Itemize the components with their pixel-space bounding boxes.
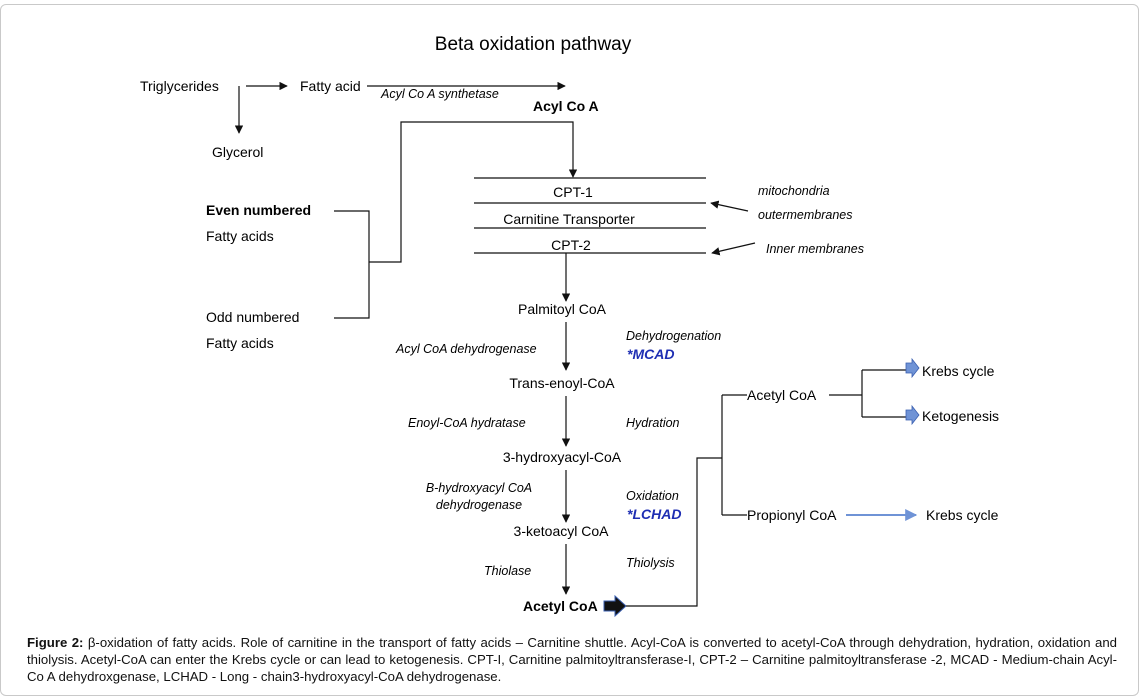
inner-membranes-label: Inner membranes bbox=[766, 242, 864, 256]
b-hydroxyacyl-label-line1: B-hydroxyacyl CoA bbox=[426, 481, 532, 495]
caption-text: β-oxidation of fatty acids. Role of carn… bbox=[27, 635, 1117, 684]
lchad-label: *LCHAD bbox=[627, 506, 681, 522]
krebs-cycle-label-1: Krebs cycle bbox=[922, 363, 995, 379]
krebs-cycle-label-2: Krebs cycle bbox=[926, 507, 999, 523]
diagram-title: Beta oxidation pathway bbox=[435, 34, 632, 55]
acyl-coa-dehydrogenase-label: Acyl CoA dehydrogenase bbox=[395, 342, 537, 356]
even-numbered-label: Even numbered bbox=[206, 202, 311, 218]
glycerol-label: Glycerol bbox=[212, 144, 263, 160]
fatty-acids-even-label: Fatty acids bbox=[206, 228, 274, 244]
fatty-acid-bracket bbox=[334, 210, 370, 319]
mcad-label: *MCAD bbox=[627, 346, 674, 362]
acetyl-to-branch-line bbox=[626, 457, 722, 607]
beta-oxidation-diagram: Beta oxidation pathway Triglycerides Fat… bbox=[140, 34, 999, 618]
fatty-acids-to-cpt1-arrow bbox=[369, 121, 578, 263]
krebs-cycle-arrow-icon bbox=[905, 357, 920, 379]
outermembranes-label: outermembranes bbox=[758, 208, 853, 222]
odd-numbered-label: Odd numbered bbox=[206, 309, 299, 325]
figure-frame bbox=[0, 4, 1139, 696]
acetyl-coa-product-label: Acetyl CoA bbox=[747, 387, 817, 403]
palmitoyl-coa-label: Palmitoyl CoA bbox=[518, 301, 607, 317]
fatty-acids-odd-label: Fatty acids bbox=[206, 335, 274, 351]
outer-membrane-pointer-arrow bbox=[710, 200, 749, 212]
ketogenesis-label: Ketogenesis bbox=[922, 408, 999, 424]
dehydrogenation-label: Dehydrogenation bbox=[626, 329, 721, 343]
enoyl-coa-hydratase-label: Enoyl-CoA hydratase bbox=[408, 416, 526, 430]
figure-caption: Figure 2: β-oxidation of fatty acids. Ro… bbox=[27, 634, 1117, 685]
b-hydroxyacyl-label-line2: dehydrogenase bbox=[436, 498, 522, 512]
caption-label: Figure 2: bbox=[27, 635, 84, 650]
mitochondria-label: mitochondria bbox=[758, 184, 830, 198]
thiolase-label: Thiolase bbox=[484, 564, 531, 578]
acyl-co-a-label: Acyl Co A bbox=[533, 98, 599, 114]
final-acetyl-coa-label: Acetyl CoA bbox=[523, 598, 598, 614]
acyl-coa-synthetase-label: Acyl Co A synthetase bbox=[380, 87, 499, 101]
inner-membrane-pointer-arrow bbox=[711, 242, 756, 256]
fatty-acid-label: Fatty acid bbox=[300, 78, 361, 94]
acetyl-coa-thick-arrow bbox=[603, 594, 627, 618]
cpt2-label: CPT-2 bbox=[551, 237, 591, 253]
trans-enoyl-coa-label: Trans-enoyl-CoA bbox=[509, 375, 615, 391]
oxidation-label: Oxidation bbox=[626, 489, 679, 503]
hydration-label: Hydration bbox=[626, 416, 680, 430]
ketogenesis-arrow-icon bbox=[905, 404, 920, 426]
cpt1-label: CPT-1 bbox=[553, 184, 593, 200]
hydroxyacyl-coa-label: 3-hydroxyacyl-CoA bbox=[503, 449, 622, 465]
ketoacyl-coa-label: 3-ketoacyl CoA bbox=[514, 523, 610, 539]
propionyl-coa-label: Propionyl CoA bbox=[747, 507, 837, 523]
thiolysis-label: Thiolysis bbox=[626, 556, 675, 570]
triglycerides-label: Triglycerides bbox=[140, 78, 219, 94]
carnitine-transporter-label: Carnitine Transporter bbox=[503, 211, 635, 227]
